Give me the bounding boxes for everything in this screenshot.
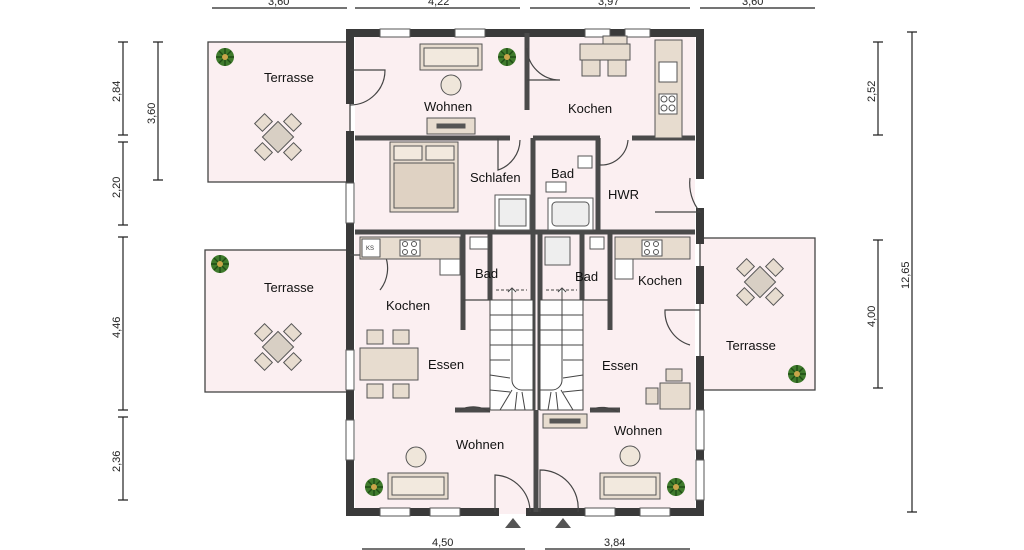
room-label-essen: Essen bbox=[602, 358, 638, 373]
room-labels: Terrasse Wohnen Kochen Schlafen Bad HWR … bbox=[264, 70, 776, 452]
room-label-bad: Bad bbox=[551, 166, 574, 181]
dim-right-1: 2,52 bbox=[866, 81, 878, 102]
coffee-table bbox=[440, 74, 462, 96]
dim-left-3: 4,46 bbox=[111, 317, 123, 338]
plant-icon bbox=[787, 364, 807, 384]
plant-icon bbox=[210, 254, 230, 274]
furniture bbox=[359, 35, 691, 500]
doors bbox=[349, 47, 702, 513]
dim-top-3: 3,97 bbox=[598, 0, 619, 8]
room-label-wohnen: Wohnen bbox=[614, 423, 662, 438]
dim-top-4: 3,60 bbox=[742, 0, 763, 8]
plant-icon bbox=[364, 477, 384, 497]
plant-icon bbox=[666, 477, 686, 497]
kitchen-counter-top bbox=[654, 39, 683, 139]
room-label-kochen: Kochen bbox=[386, 298, 430, 313]
plant-icon bbox=[215, 47, 235, 67]
dim-top-2: 4,22 bbox=[428, 0, 449, 8]
room-label-essen: Essen bbox=[428, 357, 464, 372]
room-label-bad: Bad bbox=[575, 269, 598, 284]
entrance-arrow-icon bbox=[555, 518, 571, 528]
floors bbox=[205, 37, 815, 514]
room-label-hwr: HWR bbox=[608, 187, 639, 202]
entrance-arrow-icon bbox=[505, 518, 521, 528]
dim-bottom-1: 4,50 bbox=[432, 537, 453, 549]
dimension-labels: 3,60 4,22 3,97 3,60 4,50 3,84 2,84 2,20 … bbox=[111, 0, 912, 549]
dim-left-2: 2,20 bbox=[111, 177, 123, 198]
dim-left-inner: 3,60 bbox=[146, 103, 158, 124]
room-label-kochen: Kochen bbox=[568, 101, 612, 116]
room-label-wohnen: Wohnen bbox=[424, 99, 472, 114]
room-label-bad: Bad bbox=[475, 266, 498, 281]
room-label-terrasse: Terrasse bbox=[264, 70, 314, 85]
room-label-terrasse: Terrasse bbox=[264, 280, 314, 295]
dim-left-1: 2,84 bbox=[111, 81, 123, 102]
windows bbox=[345, 28, 705, 517]
dimension-lines bbox=[122, 7, 913, 550]
fridge-label: KS bbox=[366, 246, 374, 252]
dim-left-4: 2,36 bbox=[111, 451, 123, 472]
terrace-outlines bbox=[204, 41, 816, 393]
stairs bbox=[489, 287, 584, 411]
dining-table-top bbox=[579, 43, 631, 61]
room-label-wohnen: Wohnen bbox=[456, 437, 504, 452]
dim-right-2: 4,00 bbox=[866, 306, 878, 327]
entrance-markers bbox=[505, 518, 571, 528]
room-label-terrasse: Terrasse bbox=[726, 338, 776, 353]
dining-table-left bbox=[359, 347, 419, 381]
dim-right-total: 12,65 bbox=[900, 261, 912, 289]
dim-bottom-2: 3,84 bbox=[604, 537, 625, 549]
dining-table-right bbox=[659, 382, 691, 410]
room-label-schlafen: Schlafen bbox=[470, 170, 521, 185]
dim-top-1: 3,60 bbox=[268, 0, 289, 8]
dimension-ticks bbox=[118, 31, 917, 513]
plant-icon bbox=[497, 47, 517, 67]
room-label-kochen: Kochen bbox=[638, 273, 682, 288]
